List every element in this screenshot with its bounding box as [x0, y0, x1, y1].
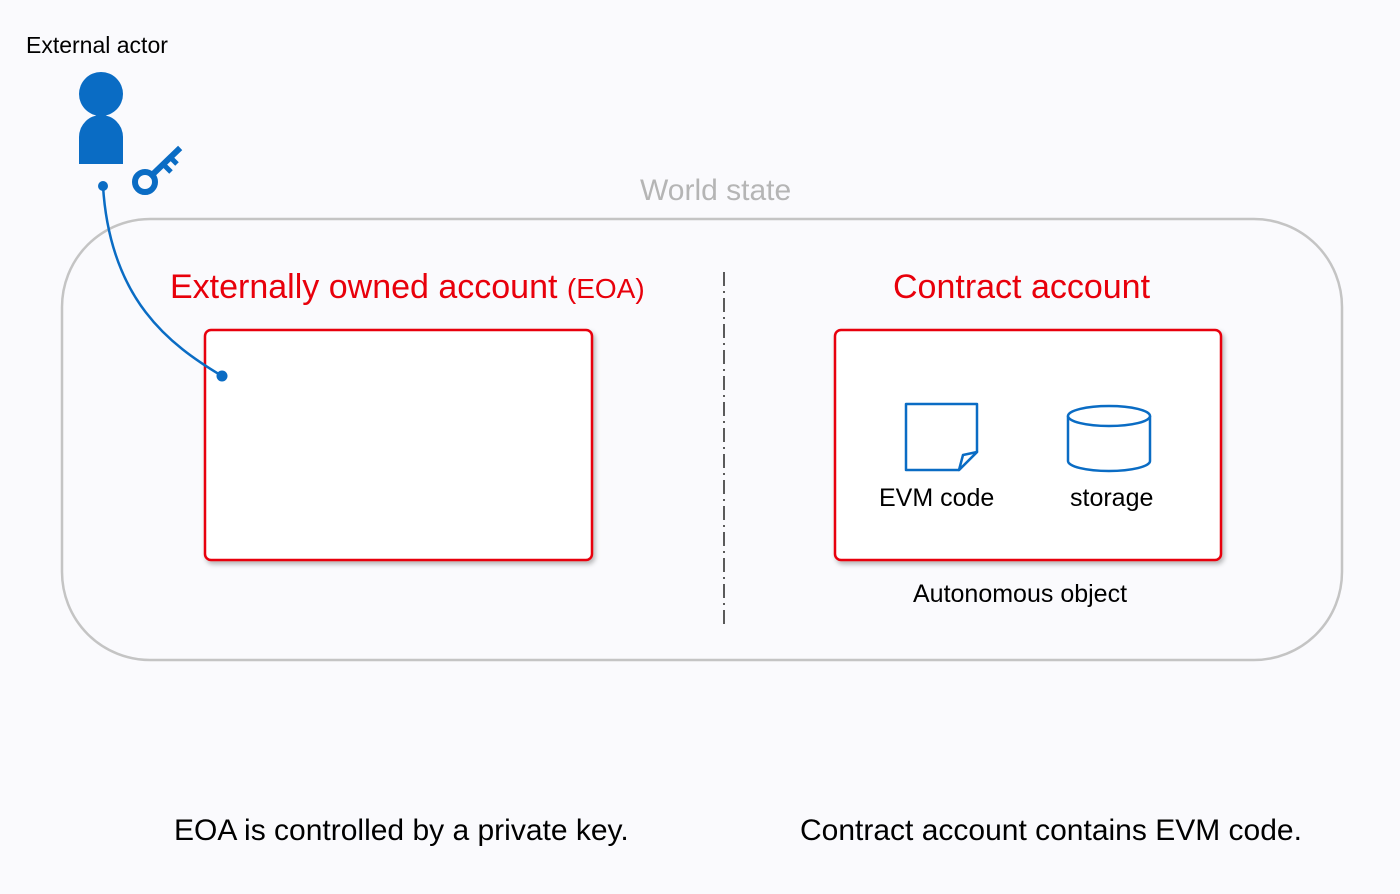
autonomous-object-label: Autonomous object	[913, 580, 1128, 608]
evm-code-label: EVM code	[879, 484, 995, 512]
contract-title: Contract account	[893, 268, 1151, 306]
connector-start-dot	[98, 181, 108, 191]
key-icon	[132, 145, 183, 195]
connector-end-dot	[216, 370, 228, 382]
contract-caption: Contract account contains EVM code.	[800, 814, 1302, 847]
actor-connector	[101, 185, 223, 378]
eoa-abbr: (EOA)	[566, 273, 645, 304]
document-icon	[904, 402, 979, 472]
database-cylinder-icon	[1066, 404, 1152, 473]
storage-label: storage	[1070, 484, 1154, 512]
world-state-container	[60, 217, 1344, 662]
contract-box	[833, 328, 1223, 562]
eoa-caption: EOA is controlled by a private key.	[174, 814, 629, 847]
eoa-title-text: Externally owned account	[170, 268, 558, 306]
world-state-title: World state	[640, 174, 792, 207]
eoa-title: Externally owned account (EOA)	[170, 270, 645, 304]
actor-label: External actor	[26, 32, 168, 58]
eoa-box	[203, 328, 594, 562]
person-icon	[79, 72, 123, 164]
